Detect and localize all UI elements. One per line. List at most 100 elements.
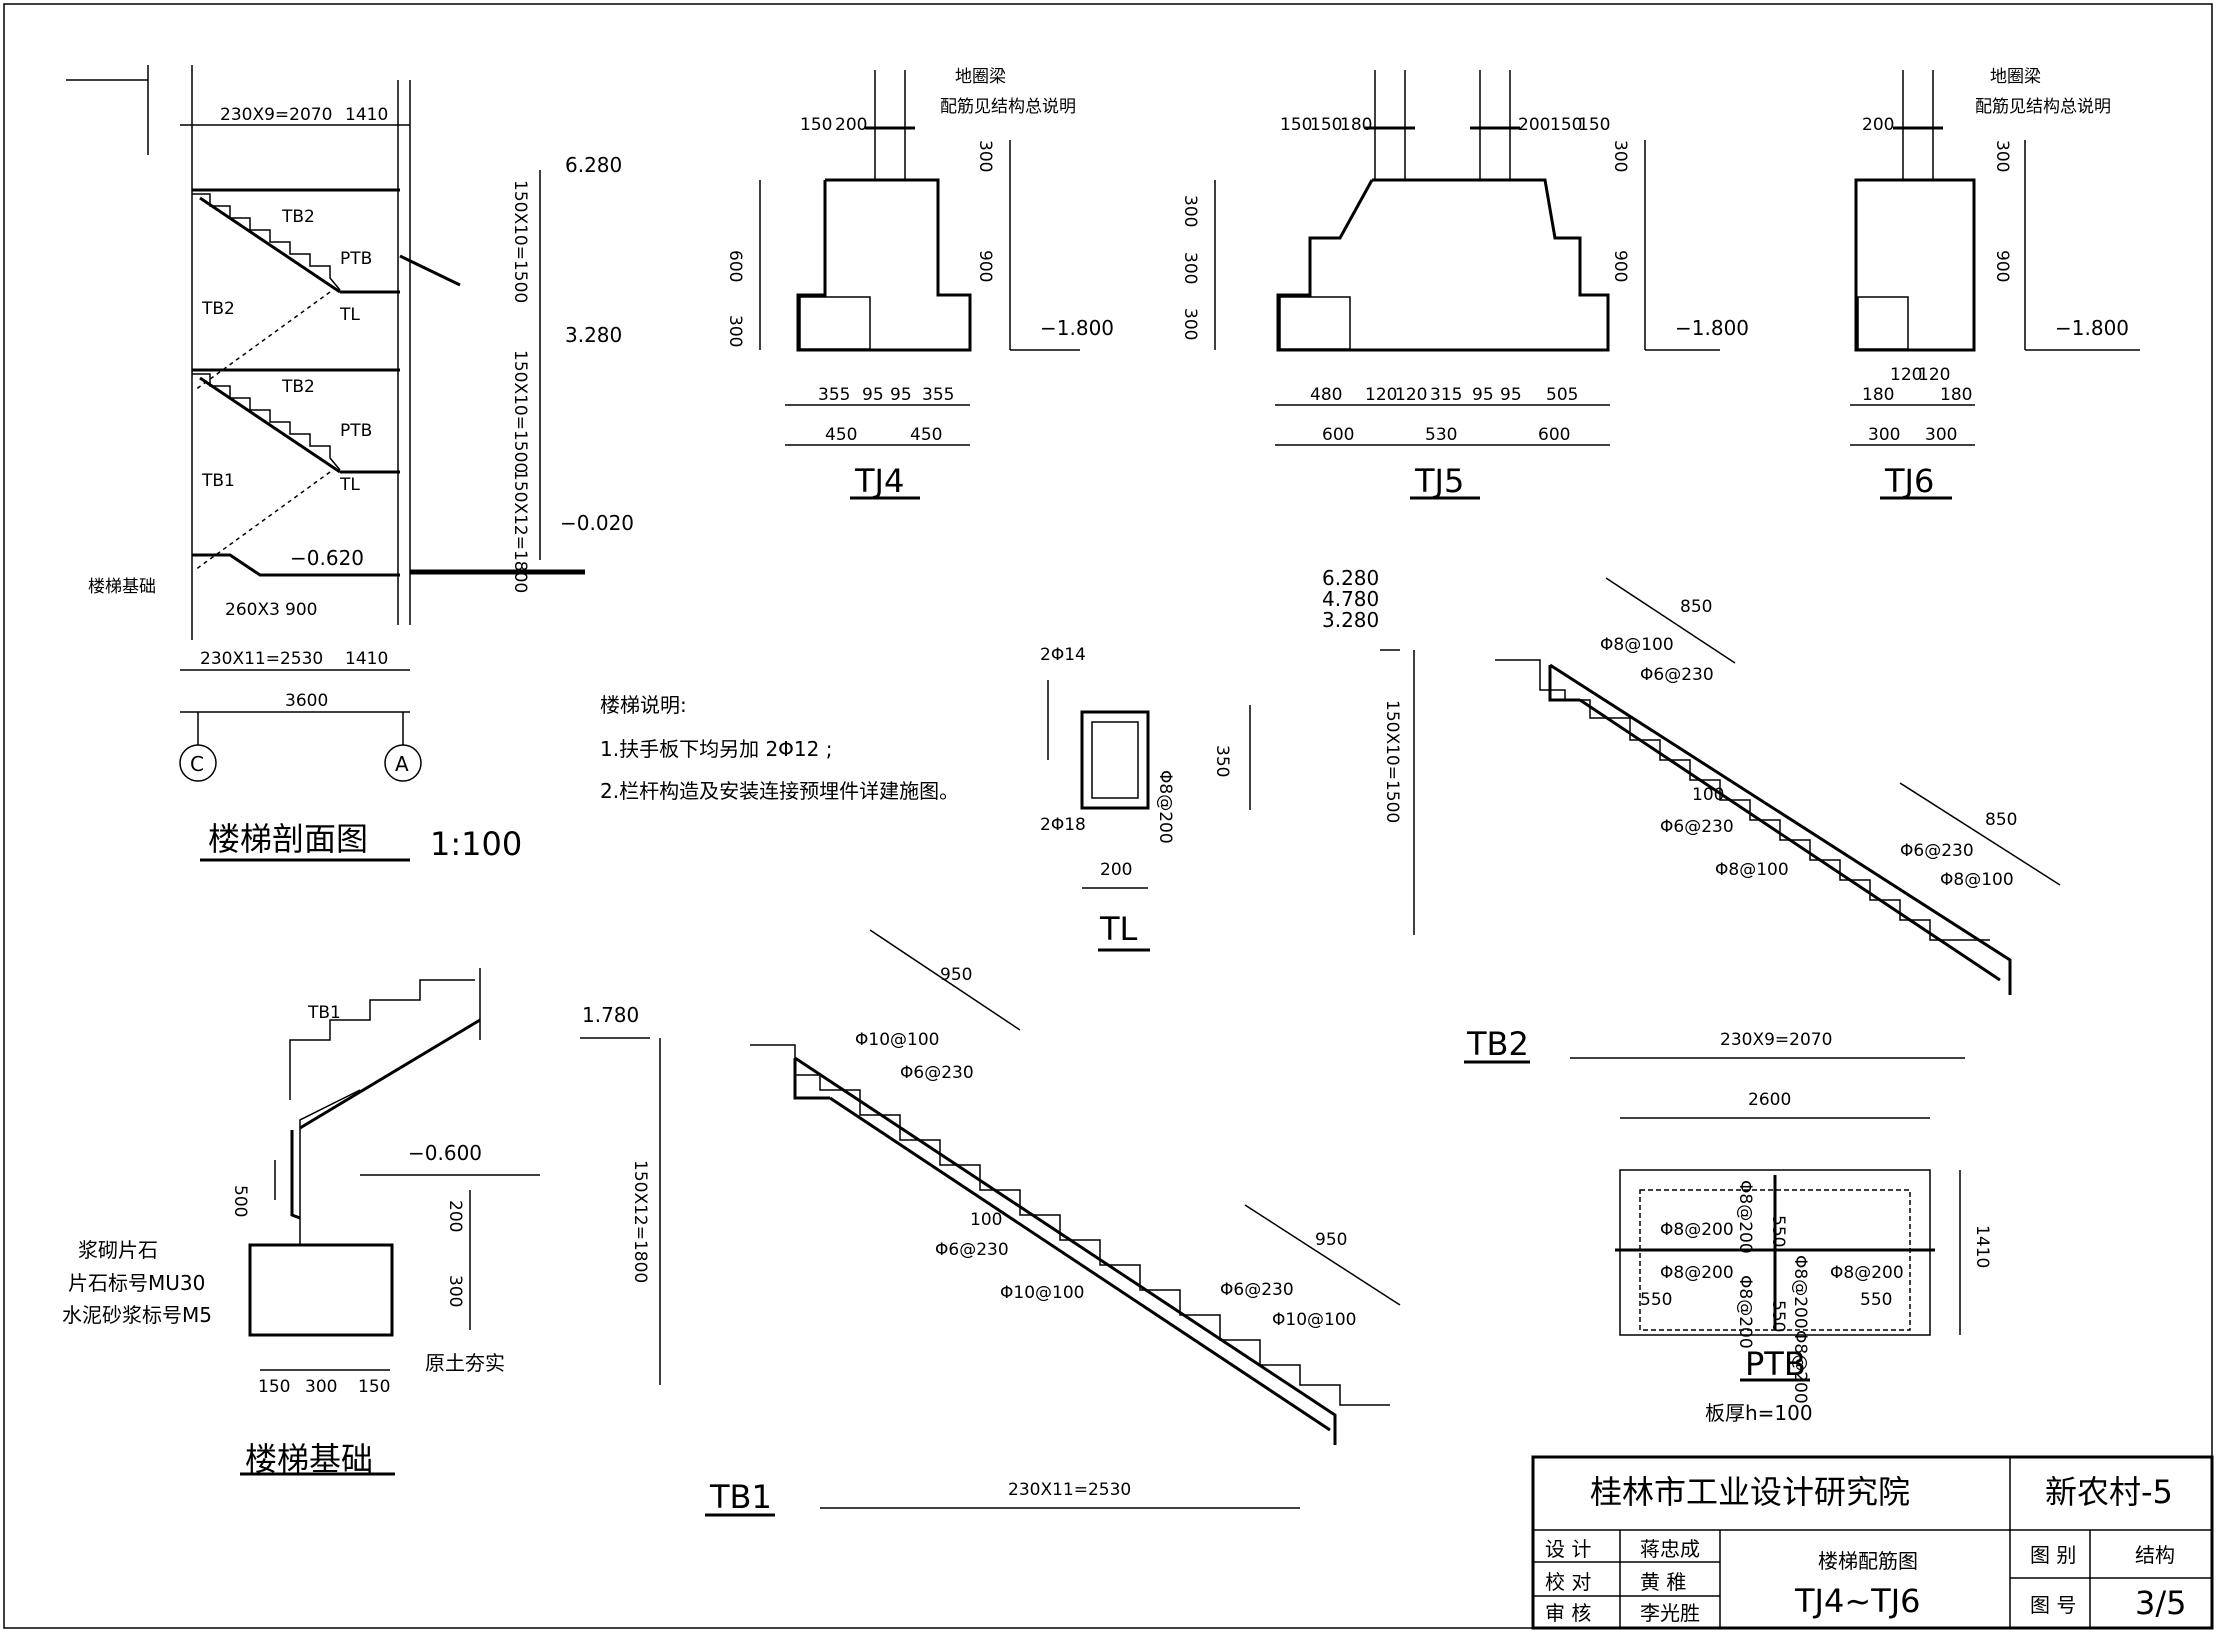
section-vdim-2: 150X10=1500 <box>510 350 530 473</box>
found-mat-1: 浆砌片石 <box>78 1238 158 1262</box>
found-title: 楼梯基础 <box>245 1440 373 1478</box>
tl-top-bar: 2Φ14 <box>1040 645 1086 665</box>
tj4-level: −1.800 <box>1040 316 1114 340</box>
tj5-right-300: 300 <box>1610 140 1630 172</box>
tb2-level-1: 6.280 <box>1322 566 1379 590</box>
tb-cat: 结构 <box>2135 1543 2175 1567</box>
tj4-b1-0: 355 <box>818 385 850 405</box>
tb2-rebar-1: Φ8@100 <box>1600 635 1674 655</box>
tj6-b2-0: 300 <box>1868 425 1900 445</box>
tj5-tr-1: 150 <box>1550 115 1582 135</box>
found-dim-300: 300 <box>445 1275 465 1307</box>
tb-review: 李光胜 <box>1640 1601 1700 1625</box>
tj5-b1-3: 315 <box>1430 385 1462 405</box>
stair-section <box>66 65 585 862</box>
section-dim-bottom-landing: 1410 <box>345 649 388 669</box>
section-scale: 1:100 <box>430 825 522 863</box>
ptb-rebar-4: Φ8@200 <box>1735 1180 1755 1254</box>
section-foundation-label: 楼梯基础 <box>88 577 156 597</box>
tb2-thick: 100 <box>1692 785 1724 805</box>
ptb-title: PTB <box>1745 1345 1806 1383</box>
ptb-width: 2600 <box>1748 1090 1791 1110</box>
tj5-tr-2: 150 <box>1578 115 1610 135</box>
tj5-tl-0: 150 <box>1280 115 1312 135</box>
tb2-level-2: 4.780 <box>1322 587 1379 611</box>
tb-company: 桂林市工业设计研究院 <box>1590 1473 1910 1511</box>
tj4-b1-1: 95 <box>862 385 884 405</box>
section-vdim-1: 150X10=1500 <box>510 180 530 303</box>
tj6-note1: 地圈梁 <box>1990 67 2041 87</box>
tb2-rebar-5: Φ6@230 <box>1900 841 1974 861</box>
ptb-height: 1410 <box>1972 1225 1992 1268</box>
section-label-ptb-b: PTB <box>340 421 372 441</box>
tj6-b1-1: 120 <box>1890 365 1922 385</box>
tj5-b2-1: 530 <box>1425 425 1457 445</box>
section-label-tb2-c: TB2 <box>281 377 315 397</box>
section-level-1: 6.280 <box>565 153 622 177</box>
tb1-rebar-1: Φ10@100 <box>855 1030 939 1050</box>
section-level-4: −0.620 <box>290 546 364 570</box>
section-dim-total: 3600 <box>285 691 328 711</box>
tj4-b1-2: 95 <box>890 385 912 405</box>
tb-drawing: 楼梯配筋图 <box>1818 1549 1918 1573</box>
tj4-top-200: 200 <box>835 115 867 135</box>
ptb-len-3: 550 <box>1768 1215 1788 1247</box>
tb1-len-1: 950 <box>940 965 972 985</box>
tl-stirrup: Φ8@200 <box>1155 770 1175 844</box>
section-dim-top-landing: 1410 <box>345 105 388 125</box>
tj5-left-0: 300 <box>1180 195 1200 227</box>
ptb-rebar-3: Φ8@200 <box>1830 1263 1904 1283</box>
tj5-level: −1.800 <box>1675 316 1749 340</box>
tl-height: 350 <box>1212 745 1232 777</box>
tb1-vdim: 150X12=1800 <box>630 1160 650 1283</box>
tb-num: 3/5 <box>2135 1584 2187 1622</box>
tj4-footing <box>759 70 1080 500</box>
tb2-rebar-6: Φ8@100 <box>1940 870 2014 890</box>
tj6-level: −1.800 <box>2055 316 2129 340</box>
tb1-title: TB1 <box>709 1478 772 1516</box>
tb2-slab <box>1380 577 2061 1064</box>
tj5-b2-0: 600 <box>1322 425 1354 445</box>
tj6-note2: 配筋见结构总说明 <box>1975 97 2111 117</box>
found-bottom-1: 300 <box>305 1377 337 1397</box>
section-label-ptb-a: PTB <box>340 249 372 269</box>
tj4-b1-3: 355 <box>922 385 954 405</box>
tj4-top-150: 150 <box>800 115 832 135</box>
sheet-border <box>3 3 2213 1629</box>
tj4-note2: 配筋见结构总说明 <box>940 97 1076 117</box>
tb1-rebar-2: Φ6@230 <box>900 1063 974 1083</box>
ptb-len-1: 550 <box>1640 1290 1672 1310</box>
tj6-b1-3: 180 <box>1940 385 1972 405</box>
tj4-b2-0: 450 <box>825 425 857 445</box>
tj5-b1-2: 120 <box>1395 385 1427 405</box>
notes-heading: 楼梯说明: <box>600 693 687 717</box>
tj6-footing <box>1850 70 2140 500</box>
title-block <box>1531 1455 2214 1630</box>
ptb-rebar-6: Φ8@200 <box>1790 1255 1810 1329</box>
tb1-hdim: 230X11=2530 <box>1008 1480 1131 1500</box>
tj5-right-900: 900 <box>1610 250 1630 282</box>
section-vdim-3: 150X12=1800 <box>510 470 530 593</box>
ptb-rebar-5: Φ8@200 <box>1735 1275 1755 1349</box>
tb1-slab <box>580 929 1401 1517</box>
tb-cat-label: 图 别 <box>2030 1543 2076 1567</box>
tb-code: TJ4~TJ6 <box>1794 1582 1921 1620</box>
section-label-tl-b: TL <box>339 475 360 495</box>
ptb-len-4: 550 <box>1768 1300 1788 1332</box>
tb2-len-1: 850 <box>1680 597 1712 617</box>
tj5-left-1: 300 <box>1180 252 1200 284</box>
found-dim-500: 500 <box>230 1185 250 1217</box>
tj5-tl-2: 180 <box>1340 115 1372 135</box>
tl-title: TL <box>1099 910 1138 948</box>
tj5-b1-0: 480 <box>1310 385 1342 405</box>
tj6-b1-0: 180 <box>1862 385 1894 405</box>
tb1-rebar-3: Φ6@230 <box>935 1240 1009 1260</box>
notes-item-2: 2.栏杆构造及安装连接预埋件详建施图。 <box>600 779 959 803</box>
tb1-rebar-5: Φ6@230 <box>1220 1280 1294 1300</box>
found-soil: 原土夯实 <box>425 1351 505 1375</box>
found-bottom-0: 150 <box>258 1377 290 1397</box>
tj5-left-2: 300 <box>1180 308 1200 340</box>
tj6-right-300: 300 <box>1992 140 2012 172</box>
section-title: 楼梯剖面图 <box>208 820 368 858</box>
tj5-tr-0: 200 <box>1518 115 1550 135</box>
